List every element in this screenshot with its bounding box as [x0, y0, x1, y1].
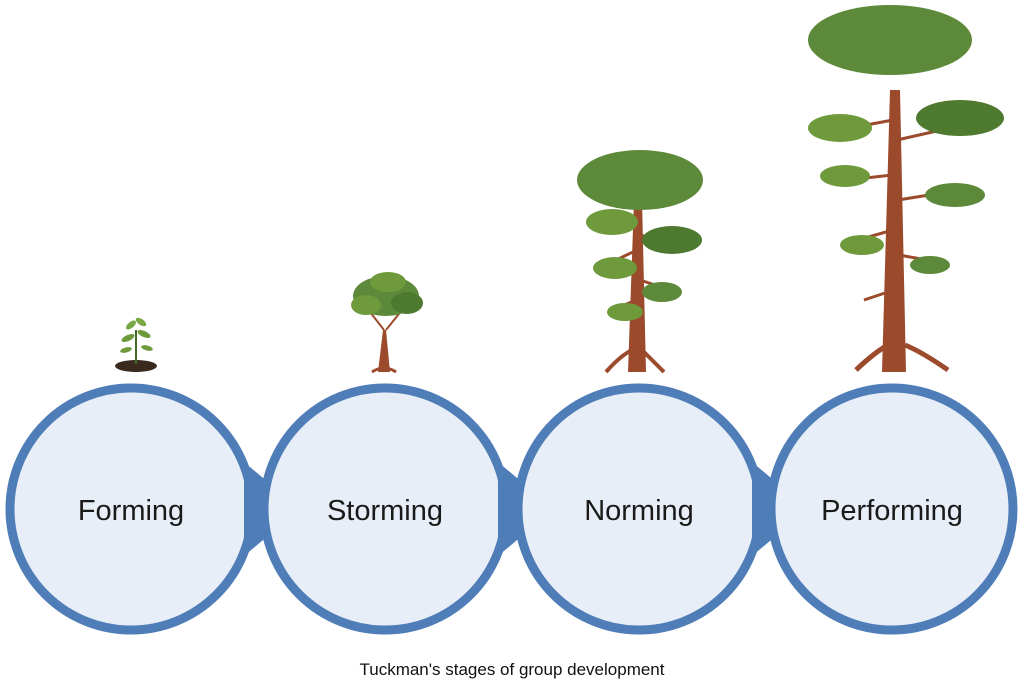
young-tree-icon: [351, 272, 423, 374]
stage-storming: Storming: [259, 383, 511, 635]
seedling-icon: [115, 317, 157, 372]
diagram-caption: Tuckman's stages of group development: [359, 660, 665, 679]
stage-label: Forming: [78, 495, 184, 527]
tall-tree-icon: [808, 5, 1004, 373]
stage-label: Storming: [327, 495, 443, 527]
stage-performing: Performing: [766, 383, 1018, 635]
medium-tree-icon: [577, 150, 703, 374]
stage-label: Performing: [821, 495, 963, 527]
stage-norming: Norming: [513, 383, 765, 635]
stage-forming: Forming: [5, 383, 257, 635]
stage-label: Norming: [584, 495, 694, 527]
stage-circle: [766, 383, 1018, 635]
